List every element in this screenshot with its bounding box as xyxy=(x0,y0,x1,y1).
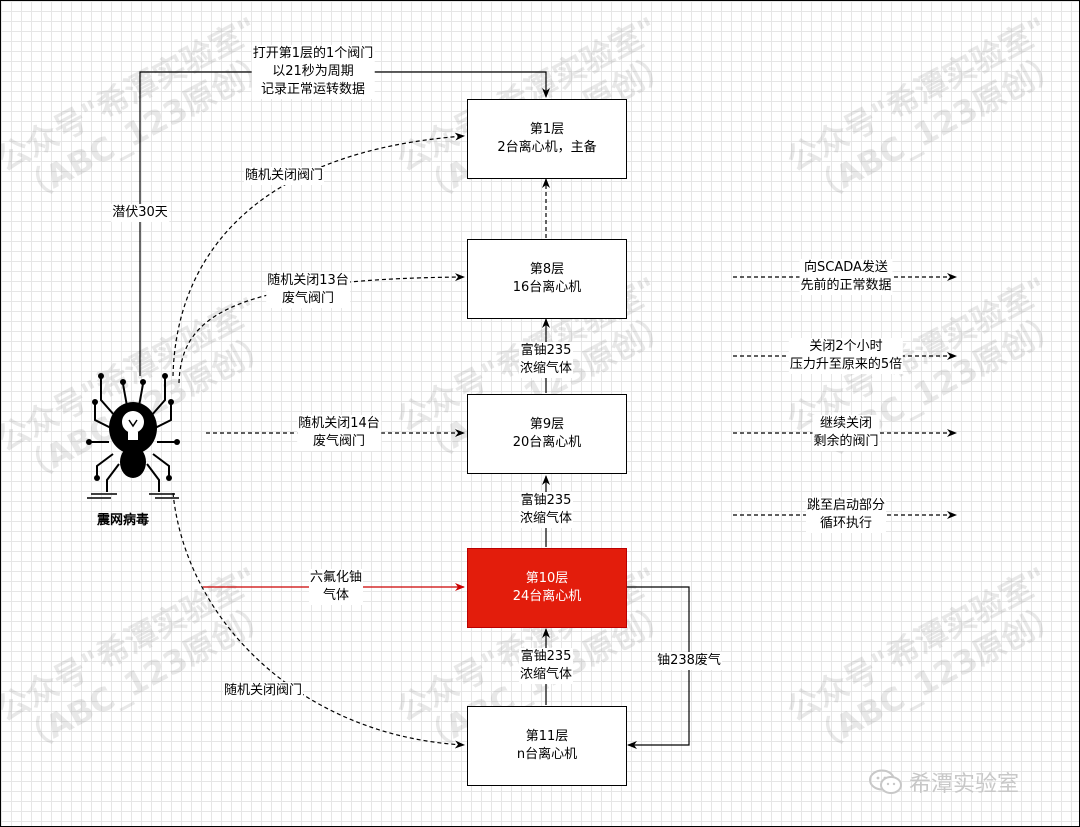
uf6-label: 六氟化铀气体 xyxy=(308,569,364,605)
step-label-4: 跳至启动部分循环执行 xyxy=(805,497,887,533)
random-close-bottom-edge xyxy=(172,492,465,749)
footer-brand: 希潭实验室 xyxy=(869,766,1019,798)
layer10-desc: 24台离心机 xyxy=(512,589,582,604)
layer8-node: 第8层 16台离心机 xyxy=(467,239,627,319)
step-label-2: 关闭2个小时压力升至原来的5倍 xyxy=(788,338,904,374)
step-label-1: 向SCADA发送先前的正常数据 xyxy=(799,259,893,295)
random-close-top-edge xyxy=(172,132,465,377)
random-close-13-label: 随机关闭13台废气阀门 xyxy=(266,272,350,308)
layer11-title: 第11层 xyxy=(525,729,569,744)
open-valve-label: 打开第1层的1个阀门以21秒为周期记录正常运转数据 xyxy=(251,45,375,99)
wechat-icon xyxy=(869,769,902,794)
layer11-desc: n台离心机 xyxy=(516,747,578,762)
random-close-13-edge xyxy=(178,273,465,384)
layer1-desc: 2台离心机，主备 xyxy=(497,140,597,155)
random-close-top-label: 随机关闭阀门 xyxy=(243,167,325,185)
layer9-desc: 20台离心机 xyxy=(512,435,582,450)
layer9-title: 第9层 xyxy=(529,417,565,432)
layer1-node: 第1层 2台离心机，主备 xyxy=(467,99,627,179)
layer10-title: 第10层 xyxy=(525,571,569,586)
layer11-node: 第11层 n台离心机 xyxy=(467,706,627,786)
virus-icon xyxy=(86,373,180,499)
footer-brand-text: 希潭实验室 xyxy=(909,772,1020,797)
virus-title: 震网病毒 xyxy=(96,513,149,528)
layer1-title: 第1层 xyxy=(529,122,565,137)
latent-label: 潜伏30天 xyxy=(111,204,169,222)
step-label-3: 继续关闭剩余的阀门 xyxy=(812,415,880,451)
u238-waste-label: 铀238废气 xyxy=(656,652,722,670)
random-close-bottom-label: 随机关闭阀门 xyxy=(222,682,304,700)
layer10-node: 第10层 24台离心机 xyxy=(467,548,627,628)
layer8-title: 第8层 xyxy=(529,262,565,277)
layer8-desc: 16台离心机 xyxy=(512,280,582,295)
random-close-14-label: 随机关闭14台废气阀门 xyxy=(297,415,381,451)
layer9-node: 第9层 20台离心机 xyxy=(467,394,627,474)
